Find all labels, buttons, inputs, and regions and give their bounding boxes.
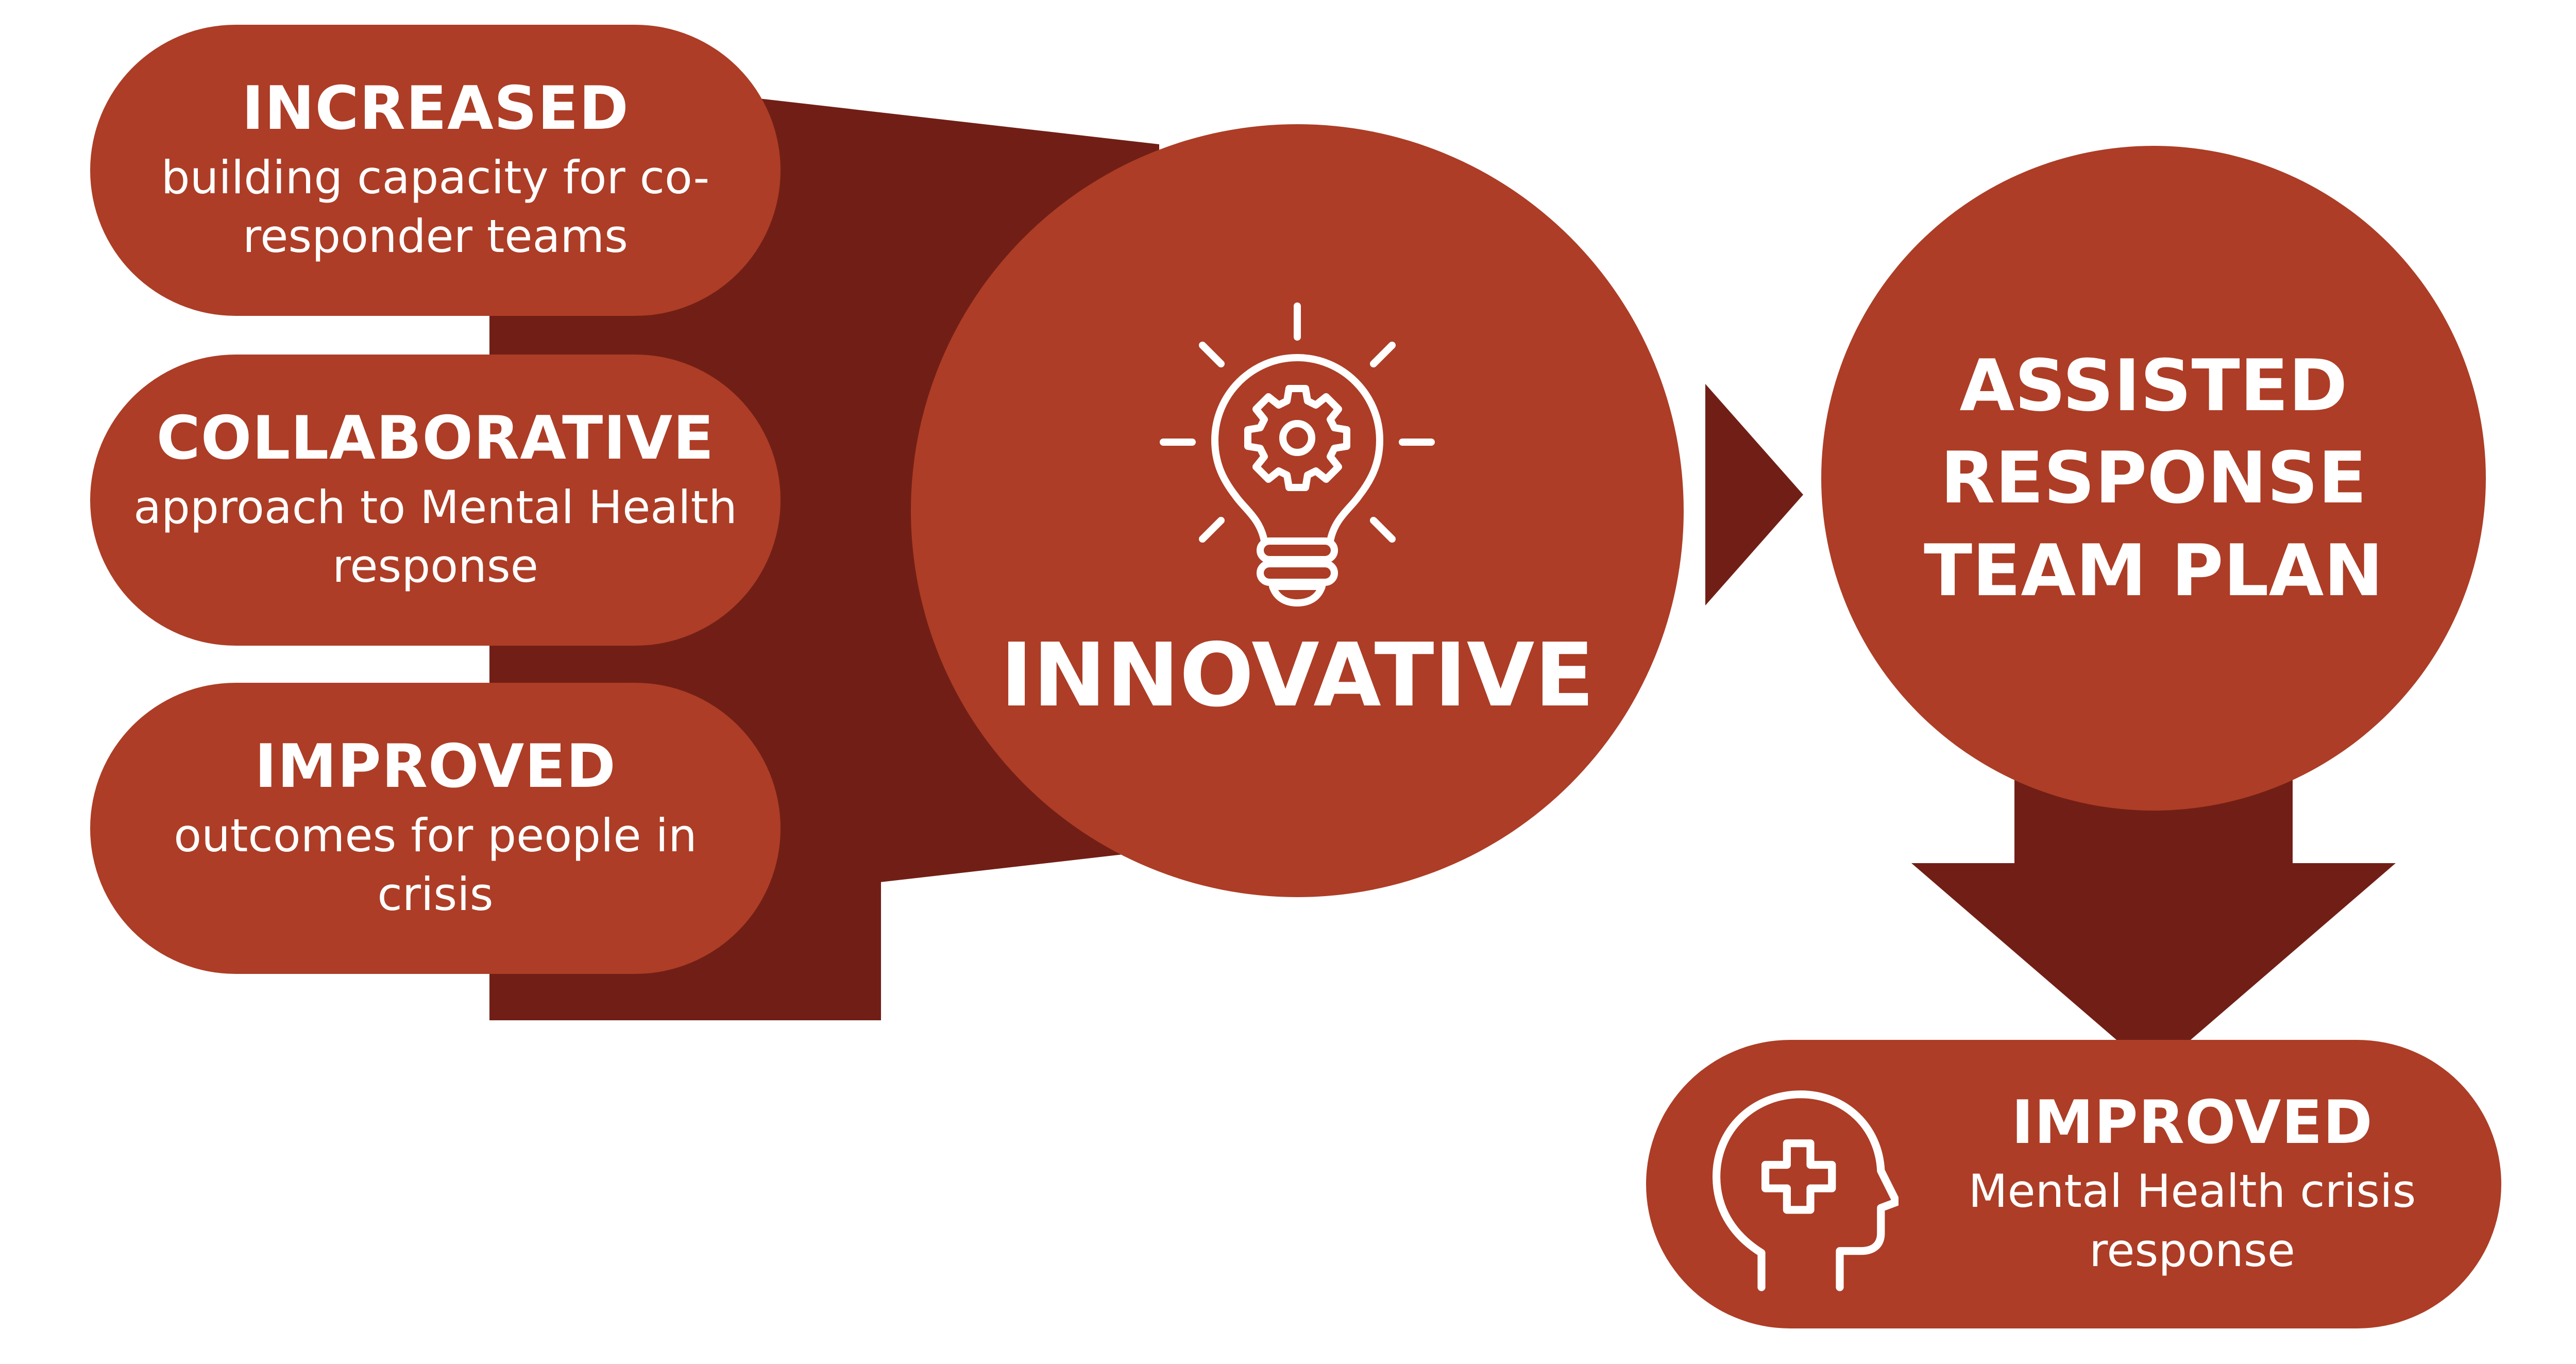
pill-text: building capacity for co-responder teams: [161, 150, 710, 263]
lightbulb-gear-icon: [1160, 302, 1435, 607]
pill-improved-outcomes: IMPROVED outcomes for people in crisis: [90, 683, 781, 974]
innovative-title: INNOVATIVE: [1000, 624, 1595, 727]
pill-improved-mental-health: IMPROVED Mental Health crisis response: [1646, 1040, 2501, 1328]
head-medical-cross-icon: [1713, 1090, 1899, 1291]
pill-text: approach to Mental Health response: [133, 480, 737, 593]
pill-collaborative: COLLABORATIVE approach to Mental Health …: [90, 355, 781, 646]
pill-text: outcomes for people in crisis: [174, 809, 697, 921]
pill-title: IMPROVED: [255, 732, 616, 802]
pill-title: INCREASED: [242, 74, 629, 144]
pill-increased: INCREASED building capacity for co-respo…: [90, 25, 781, 316]
down-arrow-head: [1911, 863, 2396, 1072]
assisted-response-title: ASSISTED RESPONSE TEAM PLAN: [1924, 344, 2383, 612]
bottom-text: Mental Health crisis response: [1968, 1165, 2416, 1277]
bottom-title: IMPROVED: [2011, 1087, 2373, 1157]
innovative-circle: INNOVATIVE: [911, 124, 1684, 897]
assisted-response-circle: ASSISTED RESPONSE TEAM PLAN: [1821, 146, 2486, 811]
right-arrow: [1705, 384, 1803, 605]
bottom-text-block: IMPROVED Mental Health crisis response: [1893, 1040, 2491, 1328]
pill-title: COLLABORATIVE: [156, 403, 715, 474]
